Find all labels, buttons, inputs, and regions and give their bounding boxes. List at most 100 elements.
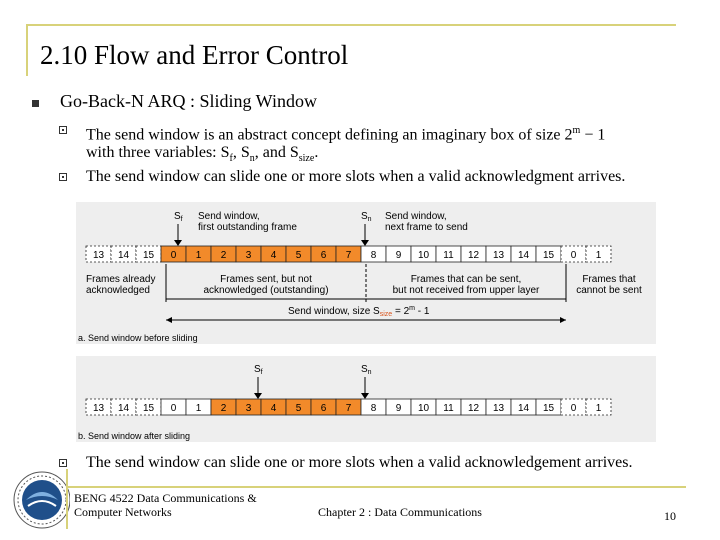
a-seq-cell-label: 4: [271, 250, 277, 261]
a-seq-cell-label: 14: [518, 250, 530, 261]
sub-bullet-1-vars-text: with three variables: S: [86, 144, 230, 161]
b-caption: b. Send window after sliding: [78, 431, 190, 441]
a-seq-cell-label: 7: [346, 250, 352, 261]
sub-bullet-3: The send window can slide one or more sl…: [86, 454, 633, 471]
footer-course-line1: BENG 4522 Data Communications &: [74, 491, 257, 505]
sf-subscript: f: [229, 153, 233, 165]
a-size-label: Send window, size Ssize = 2m - 1: [288, 305, 430, 318]
a-seq-cell-label: 2: [221, 250, 227, 261]
sub-bullet-1-sep2: , and S: [254, 144, 299, 161]
a-region4-line2: cannot be sent: [576, 285, 642, 296]
a-seq-cell-label: 15: [143, 250, 155, 261]
b-sn-arrowhead: [361, 393, 369, 399]
sub-bullet-2: The send window can slide one or more sl…: [86, 168, 626, 185]
b-seq-cell-label: 13: [493, 403, 505, 414]
a-seq-cell-label: 10: [418, 250, 430, 261]
b-seq-cell-box: [585, 398, 612, 416]
a-sn-arrowhead: [361, 240, 369, 246]
b-seq-cell-label: 13: [93, 403, 105, 414]
sliding-window-diagram: Sf Send window, first outstanding frame …: [76, 202, 656, 442]
a-seq-cell-label: 14: [118, 250, 130, 261]
b-seq-cell-label: 6: [321, 403, 327, 414]
a-seq-cell-label: 9: [396, 250, 402, 261]
b-seq-cell-label: 1: [596, 403, 602, 414]
hollow-square-bullet-icon: [59, 126, 67, 134]
footer-accent-vertical: [66, 469, 68, 529]
b-seq-cell-label: 3: [246, 403, 252, 414]
a-seq-cell-label: 3: [246, 250, 252, 261]
sub-bullet-1-text: The send window is an abstract concept d…: [86, 126, 573, 144]
a-seq-cell-box: [585, 245, 612, 263]
b-seq-cell-label: 9: [396, 403, 402, 414]
a-seq-cell-label: 15: [543, 250, 555, 261]
hollow-square-bullet-icon: [59, 459, 67, 467]
a-seq-cell-label: 1: [196, 250, 202, 261]
b-sn-label: Sn: [361, 364, 372, 376]
b-seq-cell-label: 4: [271, 403, 277, 414]
footer-course-line2: Computer Networks: [74, 505, 172, 519]
ssize-subscript: size: [298, 153, 315, 165]
a-seq-cell-label: 11: [443, 250, 454, 261]
footer-accent-horizontal: [66, 486, 686, 488]
square-bullet-icon: [32, 100, 39, 107]
b-seq-cell-label: 0: [571, 403, 577, 414]
a-seq-cell-label: 5: [296, 250, 302, 261]
a-region3-line2: but not received from upper layer: [393, 285, 540, 296]
a-seq-cell-label: 6: [321, 250, 327, 261]
sub-bullet-1-line2: with three variables: Sf, Sn, and Ssize.: [86, 142, 318, 169]
b-sf-label: Sf: [254, 364, 263, 376]
a-seq-cell-label: 13: [93, 250, 105, 261]
b-seq-cell-label: 2: [221, 403, 227, 414]
sub-bullet-1-line1: The send window is an abstract concept d…: [86, 120, 605, 145]
page-number: 10: [664, 509, 676, 523]
b-seq-cell-label: 10: [418, 403, 430, 414]
a-sf-arrowhead: [174, 240, 182, 246]
b-seq-cell-label: 8: [371, 403, 377, 414]
b-seq-cell-label: 5: [296, 403, 302, 414]
a-caption: a. Send window before sliding: [78, 333, 198, 343]
a-seq-cell-label: 12: [468, 250, 480, 261]
b-sf-arrowhead: [254, 393, 262, 399]
a-region1-line1: Frames already: [86, 274, 155, 285]
a-seq-cell-label: 0: [171, 250, 177, 261]
title-accent-vertical: [26, 24, 28, 76]
b-seq-cell-label: 0: [171, 403, 177, 414]
diagram-a-background: [76, 202, 656, 344]
sn-subscript: n: [249, 153, 255, 165]
university-logo-icon: [6, 470, 71, 530]
b-seq-cell-label: 12: [468, 403, 480, 414]
a-sw2-line2: next frame to send: [385, 222, 468, 233]
a-size-arrow-right: [560, 317, 566, 323]
footer-chapter: Chapter 2 : Data Communications: [318, 505, 482, 519]
sub-bullet-1-tail: − 1: [580, 126, 606, 144]
b-seq-cell-label: 11: [443, 403, 454, 414]
b-seq-cell-label: 7: [346, 403, 352, 414]
a-seq-cell-label: 0: [571, 250, 577, 261]
b-seq-cell-label: 14: [518, 403, 530, 414]
title-accent-horizontal: [26, 24, 676, 26]
b-seq-cell-label: 15: [143, 403, 155, 414]
hollow-square-bullet-icon: [59, 173, 67, 181]
b-seq-cell-label: 1: [196, 403, 202, 414]
a-sw2-line1: Send window,: [385, 211, 447, 222]
b-seq-cell-label: 14: [118, 403, 130, 414]
b-seq-cell-label: 15: [543, 403, 555, 414]
a-region1-line2: acknowledged: [86, 285, 150, 296]
diagram-gap: [76, 344, 656, 356]
sub-bullet-1-end: .: [314, 144, 319, 161]
sub-bullet-1-superscript: m: [572, 125, 581, 136]
slide-title: 2.10 Flow and Error Control: [40, 40, 349, 70]
a-region3-line1: Frames that can be sent,: [411, 274, 522, 285]
a-region2-line2: acknowledged (outstanding): [203, 285, 328, 296]
a-sw1-line2: first outstanding frame: [198, 222, 297, 233]
a-sf-label: Sf: [174, 211, 183, 223]
a-sw1-line1: Send window,: [198, 211, 260, 222]
a-size-arrow-left: [166, 317, 172, 323]
a-sn-label: Sn: [361, 211, 372, 223]
a-seq-cell-label: 13: [493, 250, 505, 261]
a-region2-line1: Frames sent, but not: [220, 274, 312, 285]
a-seq-cell-label: 8: [371, 250, 377, 261]
sub-bullet-1-sep1: , S: [232, 144, 250, 161]
